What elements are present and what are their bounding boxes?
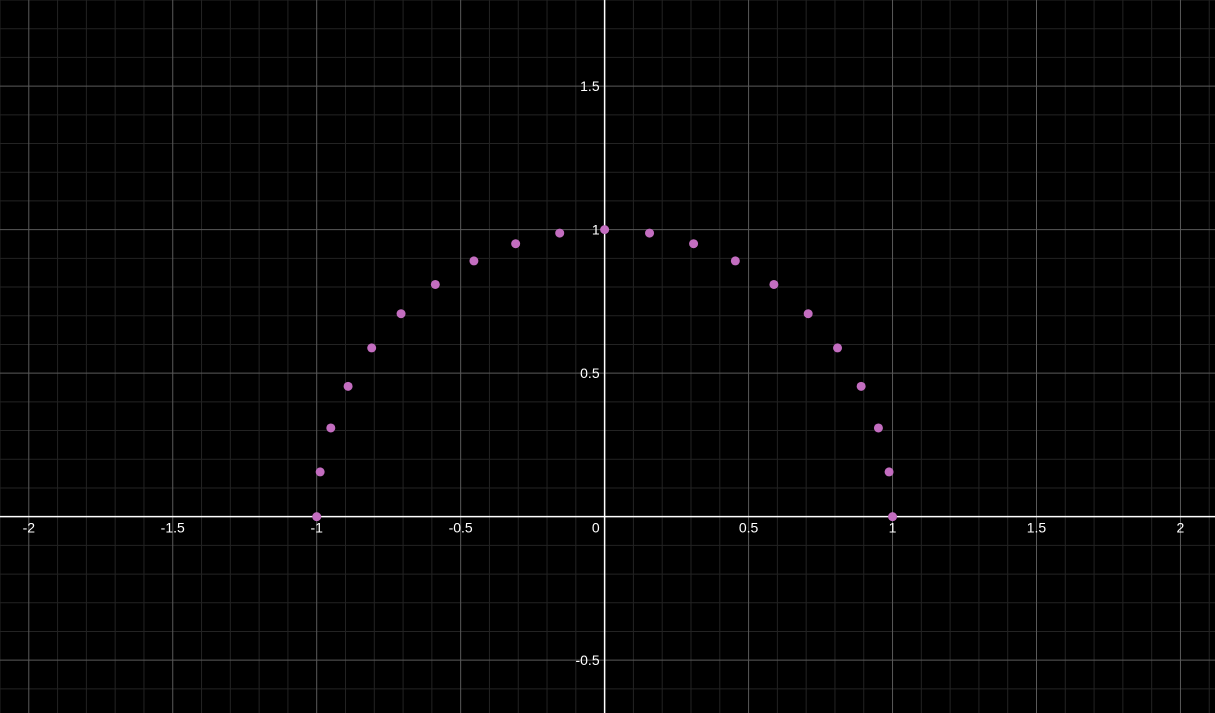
y-tick-label: 0.5 [580, 365, 600, 381]
data-point[interactable] [326, 423, 336, 433]
data-point[interactable] [367, 343, 377, 353]
y-tick-label: -0.5 [575, 652, 599, 668]
x-tick-label: -1 [310, 520, 323, 536]
data-point[interactable] [689, 239, 699, 249]
x-tick-label: 0 [592, 520, 600, 536]
x-tick-label: -0.5 [449, 520, 473, 536]
data-point[interactable] [555, 228, 565, 238]
tick-labels: -2 -1.5 -1 -0.5 0 0.5 1 1.5 2 -0.5 0.5 1 1.5 [23, 78, 1185, 668]
data-point[interactable] [312, 512, 322, 522]
data-point[interactable] [833, 343, 843, 353]
x-tick-label: 0.5 [739, 520, 759, 536]
data-point[interactable] [873, 423, 883, 433]
data-point[interactable] [769, 279, 779, 289]
data-point[interactable] [469, 256, 479, 266]
scatter-points[interactable] [312, 225, 898, 522]
data-point[interactable] [343, 381, 353, 391]
x-tick-label: 2 [1177, 520, 1185, 536]
data-point[interactable] [511, 239, 521, 249]
data-point[interactable] [884, 467, 894, 477]
data-point[interactable] [645, 228, 655, 238]
data-point[interactable] [396, 309, 406, 319]
data-point[interactable] [600, 225, 610, 235]
x-tick-label: -2 [23, 520, 36, 536]
data-point[interactable] [888, 512, 898, 522]
data-point[interactable] [315, 467, 325, 477]
data-point[interactable] [803, 309, 813, 319]
data-point[interactable] [730, 256, 740, 266]
y-tick-label: 1 [592, 222, 600, 238]
x-tick-label: 1.5 [1027, 520, 1047, 536]
x-tick-label: 1 [889, 520, 897, 536]
x-tick-label: -1.5 [161, 520, 185, 536]
data-point[interactable] [430, 279, 440, 289]
data-point[interactable] [856, 381, 866, 391]
y-tick-label: 1.5 [580, 78, 600, 94]
